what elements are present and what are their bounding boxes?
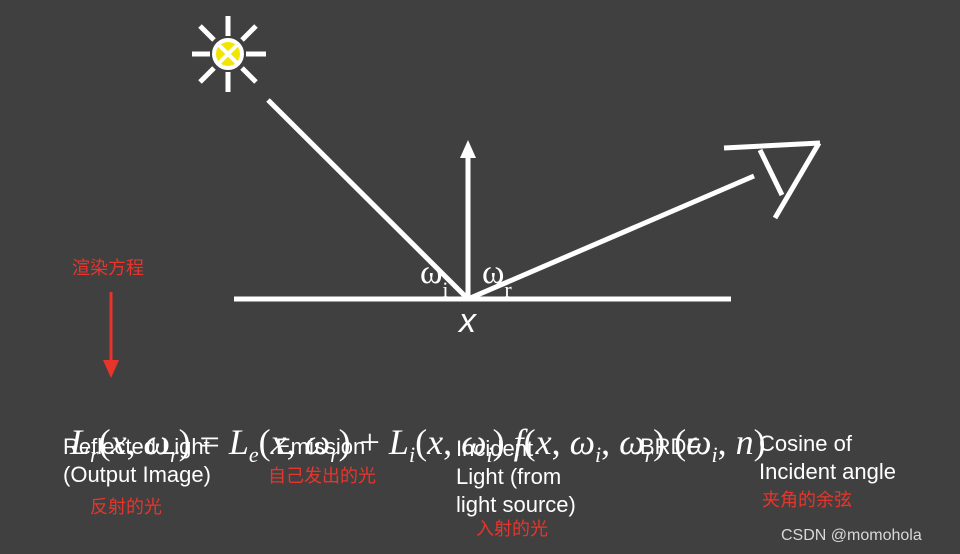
- term-incident-light: Incident Light (from light source): [456, 436, 576, 517]
- term-brdf: BRDF: [640, 434, 700, 459]
- term-cosine: Cosine of Incident angle: [759, 431, 896, 484]
- sun-icon: [192, 16, 266, 92]
- omega-i-subscript: i: [442, 276, 449, 302]
- omega-r-subscript: r: [504, 276, 512, 302]
- term-emission: Emission: [276, 434, 366, 459]
- annotation-arrow: [103, 292, 119, 378]
- omega-i-label: ωi: [420, 216, 449, 302]
- eye-icon: [723, 140, 822, 220]
- term-cosine-note: 夹角的余弦: [762, 490, 852, 510]
- rendering-equation-note: 渲染方程: [72, 258, 144, 278]
- term-incident-light-note: 入射的光: [476, 519, 548, 539]
- term-reflected-light-note: 反射的光: [90, 497, 162, 517]
- rendering-equation: Lr(x, ωr) = Le(x, ωr) + Li(x, ωi) f(x, ω…: [70, 422, 766, 468]
- incident-ray: [266, 98, 470, 301]
- omega-r-symbol: ω: [482, 254, 505, 291]
- term-reflected-light: Reflected Light (Output Image): [63, 434, 211, 487]
- normal-arrow: [460, 140, 476, 299]
- term-emission-note: 自己发出的光: [268, 466, 376, 486]
- omega-r-label: ωr: [482, 216, 512, 302]
- reflected-ray: [467, 173, 755, 302]
- watermark: CSDN @momohola: [781, 527, 922, 544]
- point-x-label: x: [459, 302, 476, 340]
- omega-i-symbol: ω: [420, 254, 443, 291]
